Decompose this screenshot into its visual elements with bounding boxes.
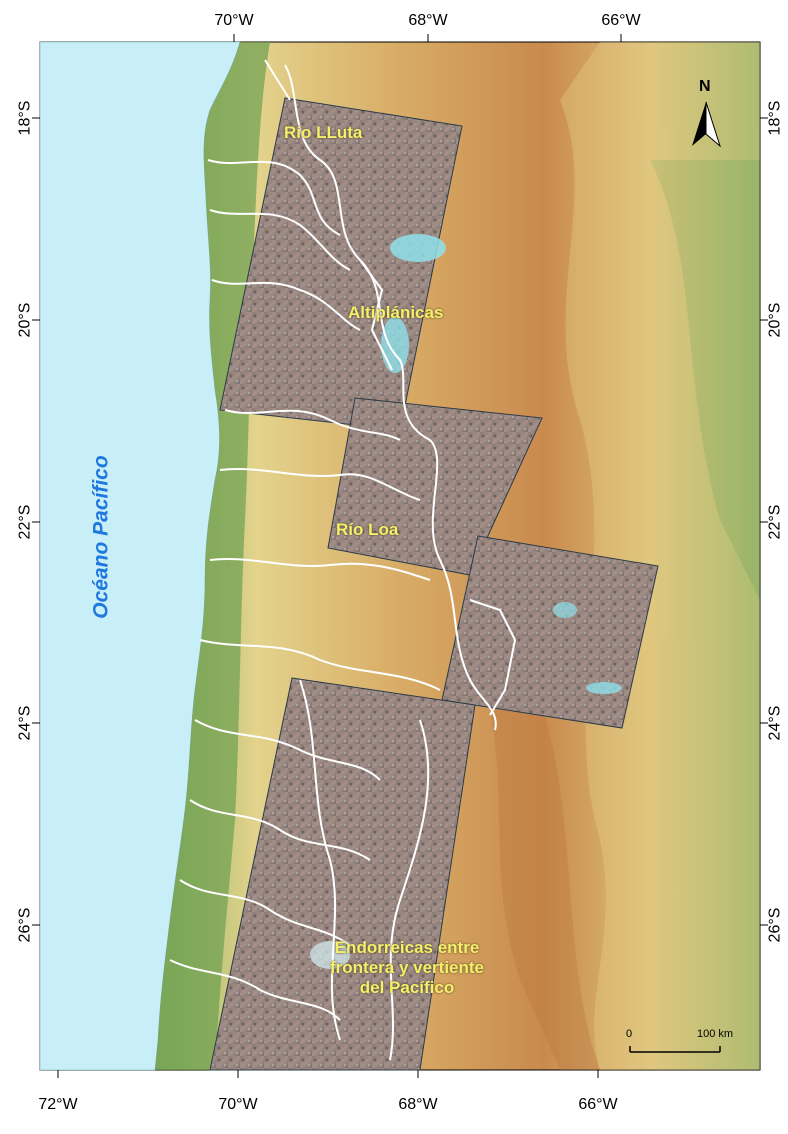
ocean-label: Océano Pacífico xyxy=(89,455,113,619)
salar-2 xyxy=(381,317,409,373)
basin-label-rio-loa: Río Loa xyxy=(336,520,399,539)
endorreicas-line-3: del Pacífico xyxy=(359,978,455,997)
terrain-texture xyxy=(470,42,760,1070)
basin-label-rio-lluta: Río LLuta xyxy=(284,123,363,142)
lat-label-right: 22°S xyxy=(766,504,784,540)
coastal-lowland xyxy=(155,42,270,1070)
lat-label-left: 24°S xyxy=(16,705,34,741)
endorreicas-line-2: frontera y vertiente xyxy=(330,958,484,977)
lat-label-left: 26°S xyxy=(16,907,34,943)
lat-label-left: 20°S xyxy=(16,302,34,338)
basin-label-altiplanicas: Altiplánicas xyxy=(348,303,444,322)
lat-label-right: 24°S xyxy=(766,705,784,741)
graticule-ticks xyxy=(32,34,768,1078)
north-arrow-icon xyxy=(692,101,722,148)
scale-start-label: 0 xyxy=(626,1028,633,1040)
lon-label-bottom: 70°W xyxy=(218,1096,258,1113)
sat-tile-3 xyxy=(441,535,659,729)
lat-label-left: 22°S xyxy=(16,504,34,540)
lon-label-bottom: 72°W xyxy=(38,1096,78,1113)
lon-label-top: 66°W xyxy=(601,12,641,29)
basin-label-endorreicas: Endorreicas entre frontera y vertiente d… xyxy=(330,938,484,998)
lon-label-top: 68°W xyxy=(408,12,448,29)
scale-end-label: 100 km xyxy=(697,1028,734,1040)
basin-boundaries xyxy=(169,59,516,1061)
endorreicas-line-1: Endorreicas entre xyxy=(334,938,480,957)
salar-4 xyxy=(586,682,622,694)
scale-bar xyxy=(629,1046,721,1053)
lat-label-right: 26°S xyxy=(766,907,784,943)
lat-label-left: 18°S xyxy=(16,100,34,136)
north-label: N xyxy=(699,78,711,95)
salar-3 xyxy=(553,602,577,618)
salar-1 xyxy=(390,234,446,262)
salar-5 xyxy=(310,941,350,969)
lat-label-right: 20°S xyxy=(766,302,784,338)
sat-tile-4 xyxy=(209,677,476,1071)
lon-label-top: 70°W xyxy=(214,12,254,29)
lon-label-bottom: 68°W xyxy=(398,1096,438,1113)
lat-label-right: 18°S xyxy=(766,100,784,136)
lon-label-bottom: 66°W xyxy=(578,1096,618,1113)
